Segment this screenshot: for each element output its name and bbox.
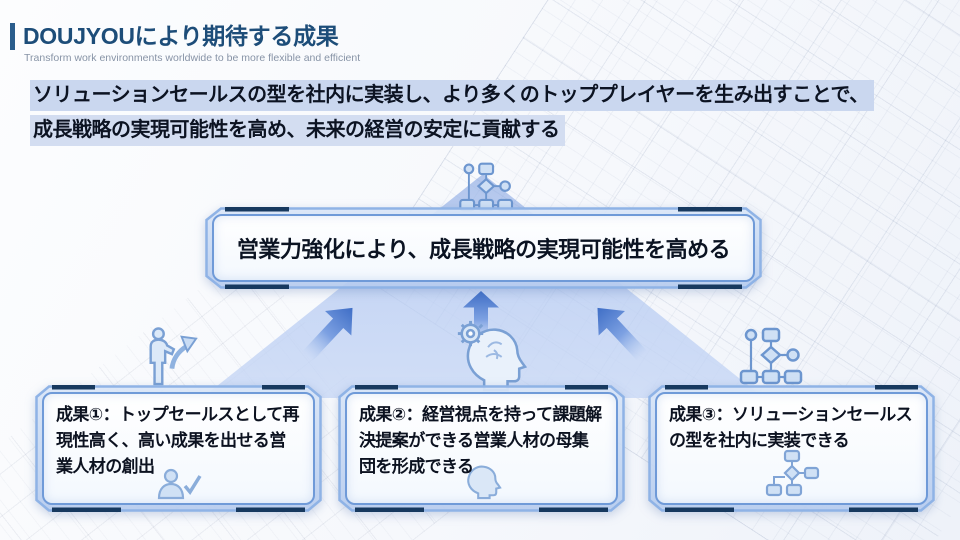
title-accent-bar (10, 23, 15, 50)
outcome-box-2: 成果②：経営視点を持って課題解決提案ができる営業人材の母集団を形成できる (338, 385, 625, 512)
flowchart-icon (454, 162, 520, 212)
head-profile-icon (461, 462, 503, 500)
goal-box-label: 営業力強化により、成長戦略の実現可能性を高める (236, 237, 731, 262)
outcome-box-1: 成果①：トップセールスとして再現性高く、高い成果を出せる営業人材の創出 (35, 385, 322, 512)
process-flow-icon (737, 327, 807, 385)
up-arrow-left (294, 295, 367, 369)
sales-person-icon (156, 466, 202, 500)
page-title: DOUJYOUにより期待する成果 (23, 23, 339, 49)
outcome-box-3: 成果③：ソリューションセールスの型を社内に実装できる (648, 385, 935, 512)
growth-person-icon (142, 326, 198, 388)
outcome-box-3-label: 成果③：ソリューションセールスの型を社内に実装できる (669, 405, 913, 450)
up-arrow-center (462, 291, 500, 343)
outcome-box-1-label: 成果①：トップセールスとして再現性高く、高い成果を出せる営業人材の創出 (56, 405, 299, 476)
outcome-box-1-panel: 成果①：トップセールスとして再現性高く、高い成果を出せる営業人材の創出 (42, 392, 315, 505)
flowchart-icon (763, 449, 821, 497)
lead-line-1: ソリューションセールスの型を社内に実装し、より多くのトッププレイヤーを生み出すこ… (30, 80, 874, 111)
thinking-head-gear-icon (450, 318, 530, 392)
outcome-box-2-panel: 成果②：経営視点を持って課題解決提案ができる営業人材の母集団を形成できる (345, 392, 618, 505)
goal-box-panel: 営業力強化により、成長戦略の実現可能性を高める (212, 214, 755, 282)
outcome-box-3-panel: 成果③：ソリューションセールスの型を社内に実装できる (655, 392, 928, 505)
up-arrow-right (584, 295, 657, 369)
page-subtitle: Transform work environments worldwide to… (24, 52, 361, 64)
lead-line-2: 成長戦略の実現可能性を高め、未来の経営の安定に貢献する (30, 115, 565, 146)
goal-box: 営業力強化により、成長戦略の実現可能性を高める (205, 207, 762, 289)
outcome-box-2-label: 成果②：経営視点を持って課題解決提案ができる営業人材の母集団を形成できる (359, 405, 602, 476)
lead-statement: ソリューションセールスの型を社内に実装し、より多くのトッププレイヤーを生み出すこ… (30, 80, 940, 146)
